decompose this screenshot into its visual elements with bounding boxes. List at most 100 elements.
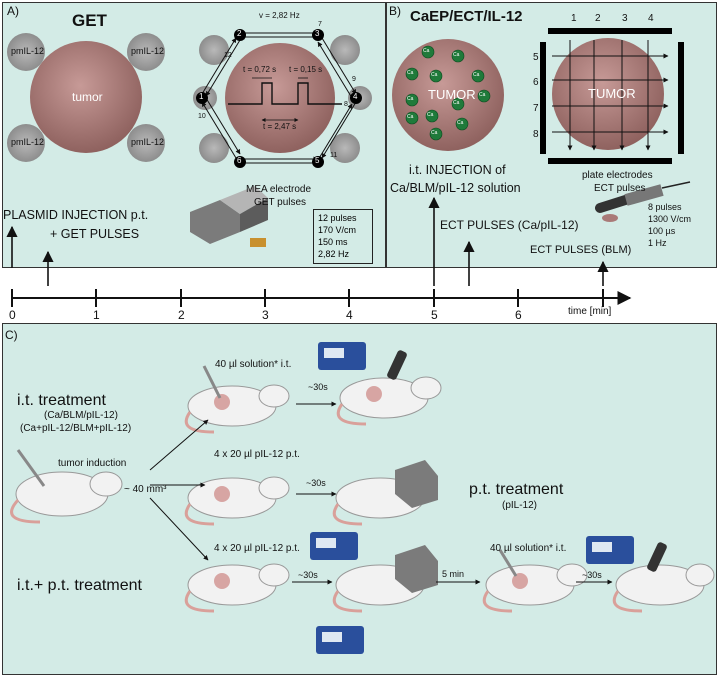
pulse-width-label: t = 0,72 s (243, 65, 277, 74)
ect-ca-label: ECT PULSES (Ca/pIL-12) (440, 218, 579, 232)
panel-c-label: C) (5, 328, 18, 342)
panel-b-label: B) (389, 4, 401, 18)
get-param-4: 2,82 Hz (318, 249, 350, 260)
pulse-period-label: t = 2,47 s (263, 122, 297, 131)
tumor-label-plate: TUMOR (588, 86, 636, 101)
plasmid-injection-label: PLASMID INJECTION p.t. (3, 208, 149, 222)
plate-electrodes-label: plate electrodes (582, 170, 653, 181)
combo-treatment-title: i.t.+ p.t. treatment (17, 577, 142, 594)
ect-blm-label: ECT PULSES (BLM) (530, 244, 632, 256)
ca-dot-label: Ca (453, 100, 460, 106)
pulse-generator-1 (318, 342, 366, 370)
get-applicator-icon (190, 186, 268, 247)
panel-b-title: CaEP/ECT/IL-12 (410, 8, 523, 25)
ect-params: 8 pulses 1300 V/cm 100 µs 1 Hz (648, 201, 691, 250)
plasmid-cluster-bl (7, 124, 45, 162)
path-8: 8 (344, 101, 348, 108)
get-param-3: 150 ms (318, 237, 348, 248)
panel-a-title: GET (72, 11, 107, 30)
tumor-circle-ca (392, 39, 504, 151)
wait-label-3: ~30s (298, 570, 318, 580)
plasmid-label-br: pmIL-12 (131, 137, 165, 147)
mouse-combo-4 (612, 563, 715, 613)
plasmid-label-tl: pmIL-12 (11, 46, 45, 56)
timeline-axis (11, 289, 632, 307)
ca-dot-label: Ca (473, 72, 480, 78)
row-8: 8 (533, 129, 539, 140)
mouse-pt-1 (184, 476, 290, 526)
mouse-combo-3 (482, 563, 588, 613)
plasmid-cluster-tr (127, 33, 165, 71)
tumor-label-a: tumor (72, 90, 103, 104)
tick-4: 4 (346, 308, 353, 322)
tumor-circle-plate (552, 38, 664, 150)
plasmid-cluster-br (127, 124, 165, 162)
plasmid-cluster-tl (7, 33, 45, 71)
tick-1: 1 (93, 308, 100, 322)
it-treatment-title: i.t. treatment (17, 392, 106, 409)
pt-injection-label-2: 4 x 20 µl pIL-12 p.t. (214, 543, 300, 554)
pt-treatment-title: p.t. treatment (469, 481, 564, 498)
get-pulses-step-label: + GET PULSES (50, 227, 140, 241)
electrode-5: 5 (315, 156, 320, 165)
row-6: 6 (533, 77, 539, 88)
ca-dots (405, 45, 491, 141)
ect-param-1: 8 pulses (648, 202, 682, 212)
wait-label-1: ~30s (308, 382, 328, 392)
tick-0: 0 (9, 308, 16, 322)
path-12: 12 (224, 52, 232, 59)
solution-it-label-2: 40 µl solution* i.t. (490, 543, 567, 554)
plate-field-lines (552, 40, 669, 151)
time-unit: time [min] (568, 306, 612, 317)
ca-dot-label: Ca (457, 120, 464, 126)
pt-injection-label-1: 4 x 20 µl pIL-12 p.t. (214, 449, 300, 460)
pulse-generator-2 (310, 532, 358, 560)
path-7: 7 (318, 21, 322, 28)
electrode-3: 3 (315, 29, 320, 38)
plasmid-label-bl: pmIL-12 (11, 137, 45, 147)
panel-a-label: A) (7, 4, 19, 18)
ca-dot-label: Ca (431, 130, 438, 136)
pulse-generator-4 (586, 536, 634, 564)
tick-2: 2 (178, 308, 185, 322)
ca-dot-label: Ca (423, 48, 430, 54)
electrode-2: 2 (237, 29, 242, 38)
mea-electrodes (196, 29, 362, 168)
pulse-width-2-label: t = 0,15 s (289, 65, 323, 74)
wait-label-4: ~30s (582, 570, 602, 580)
pt-treatment-sub: (pIL-12) (502, 500, 538, 511)
tumor-induction-label: tumor induction (58, 458, 127, 469)
mouse-combo-1 (184, 563, 290, 613)
electrode-1: 1 (199, 92, 204, 101)
row-7: 7 (533, 103, 539, 114)
it-injection-label: i.t. INJECTION of (409, 163, 506, 177)
step-arrows (6, 196, 609, 286)
ect-pulses-label: ECT pulses (594, 183, 646, 194)
row-5: 5 (533, 52, 539, 63)
ca-dot-label: Ca (407, 114, 414, 120)
ca-dot-label: Ca (479, 92, 486, 98)
col-2: 2 (595, 13, 601, 24)
flow-arrows (149, 401, 613, 585)
ect-param-3: 100 µs (648, 226, 676, 237)
electrode-4: 4 (353, 92, 358, 101)
five-min-label: 5 min (442, 569, 465, 579)
ca-dot-label: Ca (431, 72, 438, 78)
ca-dot-label: Ca (453, 52, 460, 58)
mouse-it-1 (184, 384, 290, 434)
electrode-6: 6 (237, 156, 242, 165)
get-params-box: 12 pulses 170 V/cm 150 ms 2,82 Hz (313, 209, 373, 264)
mea-label: MEA electrode (246, 184, 312, 195)
syringes (16, 365, 518, 577)
mouse-induction (10, 471, 123, 524)
ect-param-2: 1300 V/cm (648, 214, 692, 225)
ca-dot-label: Ca (407, 96, 414, 102)
solution-it-label: 40 µl solution* i.t. (215, 359, 292, 370)
tumor-circle-mea (225, 43, 335, 153)
tick-6: 6 (515, 308, 522, 322)
it-treatment-sub1: (Ca/BLM/pIL-12) (44, 410, 118, 421)
col-1: 1 (571, 13, 577, 24)
plasmid-label-tr: pmIL-12 (131, 46, 165, 56)
pulse-waveform (228, 77, 342, 122)
pulse-generator-3 (316, 626, 364, 654)
